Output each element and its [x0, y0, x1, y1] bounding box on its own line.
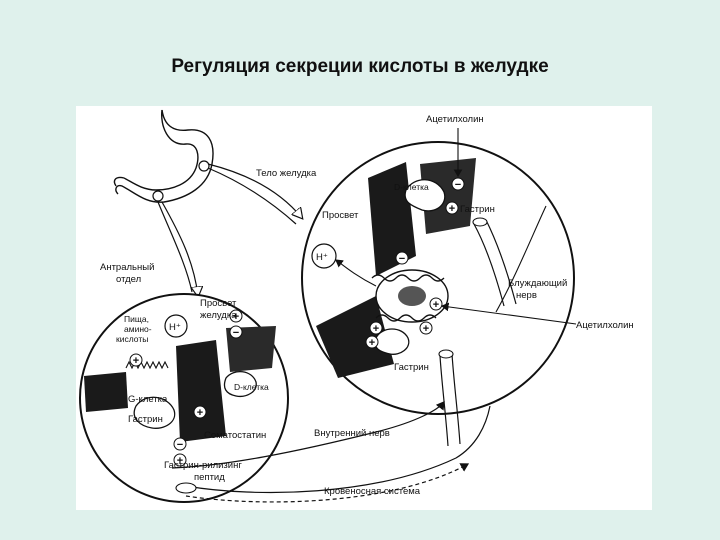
label-vagus-2: нерв: [516, 290, 537, 301]
label-gastrin-mid: Гастрин: [394, 362, 429, 373]
label-somatostatin: Соматостатин: [204, 430, 266, 441]
svg-text:+: +: [449, 203, 455, 215]
circulation-path: [185, 405, 491, 494]
antrum-villi: [125, 360, 169, 370]
arrow-body-to-circle-2: [207, 163, 302, 218]
slide-title: Регуляция секреции кислоты в желудке: [171, 56, 549, 77]
arrow-ach-right: [440, 302, 577, 325]
label-food-1: Пища,: [124, 314, 149, 324]
label-food-3: кислоты: [116, 334, 148, 344]
svg-text:+: +: [177, 455, 183, 467]
vessel-top-right-end: [472, 217, 488, 227]
label-food-2: амино-: [124, 324, 152, 334]
svg-text:+: +: [133, 355, 139, 367]
body-dark-band-2: [316, 296, 394, 378]
svg-text:−: −: [399, 253, 405, 265]
h-plus-top-circle: [311, 243, 337, 269]
svg-text:+: +: [197, 407, 203, 419]
label-gastrin-top: Гастрин: [460, 204, 495, 215]
label-antrum-1: Антральный: [100, 262, 154, 273]
acid-secretion-diagram: − + − + + + + + − + + − + Ацетилхолин Те…: [76, 106, 652, 510]
svg-text:+: +: [369, 337, 375, 349]
d-cell-left-body: [223, 371, 257, 398]
label-circulation: Кровеносная система: [324, 486, 421, 497]
vessel-top-right-2: [485, 219, 517, 305]
d-cell-top-body: [404, 179, 446, 212]
h-plus-left-circle: [164, 314, 188, 338]
vessel-top-right: [473, 223, 505, 307]
inner-nerve-path: [171, 401, 445, 469]
arrow-antrum-to-circle-2: [161, 201, 198, 296]
label-acetylcholine-top: Ацетилхолин: [426, 114, 484, 125]
stomach-antrum-marker: [152, 190, 164, 202]
vessel-bottom-2: [451, 353, 461, 445]
parietal-canaliculi-2: [375, 314, 437, 322]
arrow-body-to-circle: [207, 167, 297, 225]
label-gastrin-left: Гастрин: [128, 414, 163, 425]
arrow-antrum-to-circle: [157, 201, 193, 293]
antrum-dark-band-2: [176, 340, 226, 442]
g-cell-left-body: [133, 396, 176, 429]
g-cell-body: [374, 328, 410, 355]
svg-text:−: −: [233, 327, 239, 339]
svg-text:−: −: [455, 179, 461, 191]
parietal-canaliculi: [371, 274, 445, 282]
label-g-cell: G-клетка: [128, 394, 168, 405]
receptor-signs-antrum: + − + + − +: [129, 309, 243, 467]
label-inner-nerve: Внутренний нерв: [314, 428, 390, 439]
svg-text:+: +: [373, 323, 379, 335]
parietal-nucleus: [398, 286, 426, 306]
svg-text:−: −: [177, 439, 183, 451]
svg-text:+: +: [423, 323, 429, 335]
svg-text:+: +: [233, 311, 239, 323]
label-vagus-1: Блуждающий: [508, 278, 567, 289]
body-dark-band-1: [368, 162, 416, 276]
svg-text:+: +: [433, 299, 439, 311]
label-grp-2: пептид: [194, 472, 225, 483]
label-lumen-left-1: Просвет: [200, 298, 237, 309]
stomach-body-marker: [198, 160, 210, 172]
label-grp-1: Гастрин-рилизинг: [164, 460, 242, 471]
label-antrum-2: отдел: [116, 274, 141, 285]
label-lumen-left-2: желудка: [200, 310, 237, 321]
label-stomach-body: Тело желудка: [256, 168, 317, 179]
vagus-nerve-line: [495, 205, 547, 313]
receptor-signs-body: − + − + + + +: [365, 177, 465, 349]
circulation-vessel-end: [175, 482, 197, 494]
antrum-dark-band-1: [84, 372, 128, 412]
circulation-path-2: [185, 463, 470, 503]
label-d-cell-left: D-клетка: [234, 382, 269, 392]
vessel-bottom-end: [438, 349, 454, 359]
vessel-bottom: [439, 355, 449, 447]
stomach-sketch: [113, 109, 214, 203]
label-d-cell-top: D-клетка: [394, 182, 429, 192]
label-h-plus-left: H⁺: [169, 322, 181, 333]
label-h-plus-top: H⁺: [316, 252, 328, 263]
label-acetylcholine-right: Ацетилхолин: [576, 320, 634, 331]
label-lumen-top: Просвет: [322, 210, 359, 221]
arrow-h-out: [335, 259, 377, 287]
